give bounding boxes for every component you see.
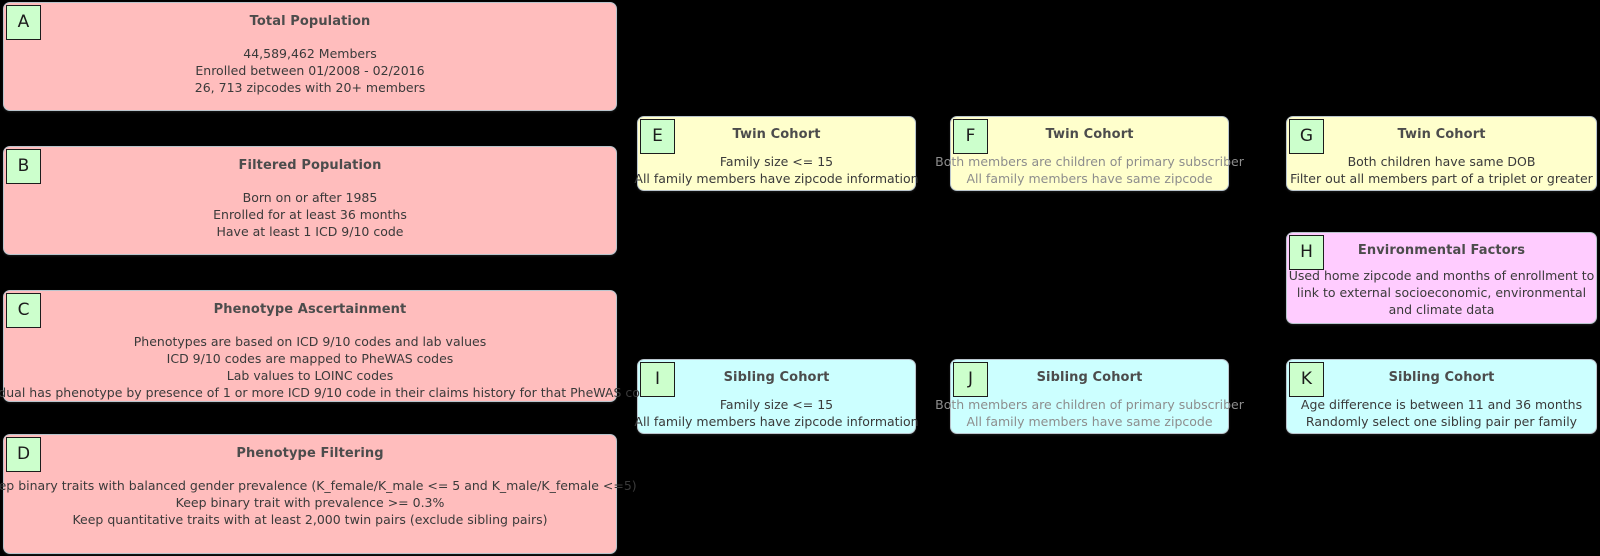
- box-lines-f: Both members are children of primary sub…: [935, 153, 1244, 187]
- box-tag-b: B: [6, 149, 41, 184]
- box-line: Age difference is between 11 and 36 mont…: [1300, 397, 1583, 412]
- box-line: Have at least 1 ICD 9/10 code: [216, 224, 404, 239]
- box-lines-h: Used home zipcode and months of enrollme…: [1287, 267, 1596, 318]
- box-title-a: Total Population: [249, 14, 371, 29]
- box-lines-b: Born on or after 1985 Enrolled for at le…: [213, 189, 407, 240]
- flow-box-c[interactable]: C Phenotype Ascertainment Phenotypes are…: [0, 290, 656, 402]
- flow-box-h[interactable]: H Environmental Factors Used home zipcod…: [1286, 232, 1597, 324]
- box-line: Randomly select one sibling pair per fam…: [1305, 414, 1578, 429]
- box-tag-a: A: [6, 5, 41, 40]
- box-body-i: Sibling Cohort Family size <= 15 All fam…: [634, 360, 918, 433]
- box-title-g: Twin Cohort: [1397, 127, 1486, 142]
- box-line: Keep binary traits with balanced gender …: [0, 478, 637, 493]
- box-body-c: Phenotype Ascertainment Phenotypes are b…: [0, 291, 656, 401]
- box-lines-a: 44,589,462 Members Enrolled between 01/2…: [195, 45, 425, 96]
- box-lines-c: Phenotypes are based on ICD 9/10 codes a…: [0, 333, 656, 401]
- flow-box-k[interactable]: K Sibling Cohort Age difference is betwe…: [1286, 359, 1597, 434]
- box-line: Keep binary trait with prevalence >= 0.3…: [175, 495, 445, 510]
- box-line: Family size <= 15: [719, 397, 834, 412]
- flow-box-g[interactable]: G Twin Cohort Both children have same DO…: [1286, 116, 1597, 191]
- box-lines-e: Family size <= 15 All family members hav…: [634, 153, 918, 187]
- flow-box-f[interactable]: F Twin Cohort Both members are children …: [935, 116, 1244, 191]
- box-lines-d: Keep binary traits with balanced gender …: [0, 477, 637, 528]
- flow-box-a[interactable]: A Total Population 44,589,462 Members En…: [3, 2, 617, 111]
- box-title-j: Sibling Cohort: [1036, 370, 1143, 385]
- box-line: Individual has phenotype by presence of …: [0, 385, 656, 400]
- flow-box-i[interactable]: I Sibling Cohort Family size <= 15 All f…: [634, 359, 919, 434]
- box-tag-k: K: [1289, 362, 1324, 397]
- box-line: Born on or after 1985: [242, 190, 378, 205]
- flow-box-d[interactable]: D Phenotype Filtering Keep binary traits…: [0, 434, 637, 554]
- box-tag-f: F: [953, 119, 988, 154]
- box-line: Both members are children of primary sub…: [935, 397, 1244, 412]
- box-body-g: Twin Cohort Both children have same DOB …: [1287, 117, 1596, 190]
- box-tag-j: J: [953, 362, 988, 397]
- box-lines-k: Age difference is between 11 and 36 mont…: [1301, 396, 1582, 430]
- flow-box-j[interactable]: J Sibling Cohort Both members are childr…: [935, 359, 1244, 434]
- box-line: Family size <= 15: [719, 154, 834, 169]
- box-body-f: Twin Cohort Both members are children of…: [935, 117, 1244, 190]
- box-lines-i: Family size <= 15 All family members hav…: [634, 396, 918, 430]
- box-body-j: Sibling Cohort Both members are children…: [935, 360, 1244, 433]
- box-lines-g: Both children have same DOB Filter out a…: [1290, 153, 1593, 187]
- box-line: All family members have same zipcode: [966, 414, 1213, 429]
- box-tag-d: D: [6, 437, 41, 472]
- flow-box-b[interactable]: B Filtered Population Born on or after 1…: [3, 146, 617, 255]
- box-title-e: Twin Cohort: [732, 127, 821, 142]
- box-line: All family members have zipcode informat…: [634, 414, 919, 429]
- box-title-h: Environmental Factors: [1357, 243, 1526, 258]
- box-title-f: Twin Cohort: [1045, 127, 1134, 142]
- box-body-a: Total Population 44,589,462 Members Enro…: [4, 3, 616, 110]
- box-body-h: Environmental Factors Used home zipcode …: [1287, 233, 1596, 323]
- box-title-k: Sibling Cohort: [1388, 370, 1495, 385]
- box-body-e: Twin Cohort Family size <= 15 All family…: [634, 117, 918, 190]
- box-line: Phenotypes are based on ICD 9/10 codes a…: [133, 334, 487, 349]
- box-line: Both children have same DOB: [1347, 154, 1536, 169]
- box-tag-c: C: [6, 293, 41, 328]
- box-title-d: Phenotype Filtering: [236, 446, 384, 461]
- box-tag-e: E: [640, 119, 675, 154]
- box-line: Enrolled between 01/2008 - 02/2016: [195, 63, 425, 78]
- box-title-b: Filtered Population: [238, 158, 382, 173]
- flow-box-e[interactable]: E Twin Cohort Family size <= 15 All fami…: [634, 116, 919, 191]
- box-line: All family members have same zipcode: [966, 171, 1213, 186]
- box-tag-i: I: [640, 362, 675, 397]
- box-line: Used home zipcode and months of enrollme…: [1288, 268, 1595, 317]
- box-title-c: Phenotype Ascertainment: [213, 302, 407, 317]
- box-line: 26, 713 zipcodes with 20+ members: [194, 80, 426, 95]
- box-body-d: Phenotype Filtering Keep binary traits w…: [0, 435, 637, 553]
- box-body-k: Sibling Cohort Age difference is between…: [1287, 360, 1596, 433]
- box-line: Enrolled for at least 36 months: [213, 207, 407, 222]
- box-tag-g: G: [1289, 119, 1324, 154]
- box-body-b: Filtered Population Born on or after 198…: [4, 147, 616, 254]
- box-line: 44,589,462 Members: [243, 46, 377, 61]
- box-line: All family members have zipcode informat…: [634, 171, 919, 186]
- box-title-i: Sibling Cohort: [723, 370, 830, 385]
- box-line: Keep quantitative traits with at least 2…: [72, 512, 548, 527]
- box-line: Both members are children of primary sub…: [935, 154, 1244, 169]
- box-line: Filter out all members part of a triplet…: [1290, 171, 1593, 186]
- box-line: Lab values to LOINC codes: [226, 368, 394, 383]
- box-line: ICD 9/10 codes are mapped to PheWAS code…: [166, 351, 454, 366]
- box-tag-h: H: [1289, 235, 1324, 270]
- box-lines-j: Both members are children of primary sub…: [935, 396, 1244, 430]
